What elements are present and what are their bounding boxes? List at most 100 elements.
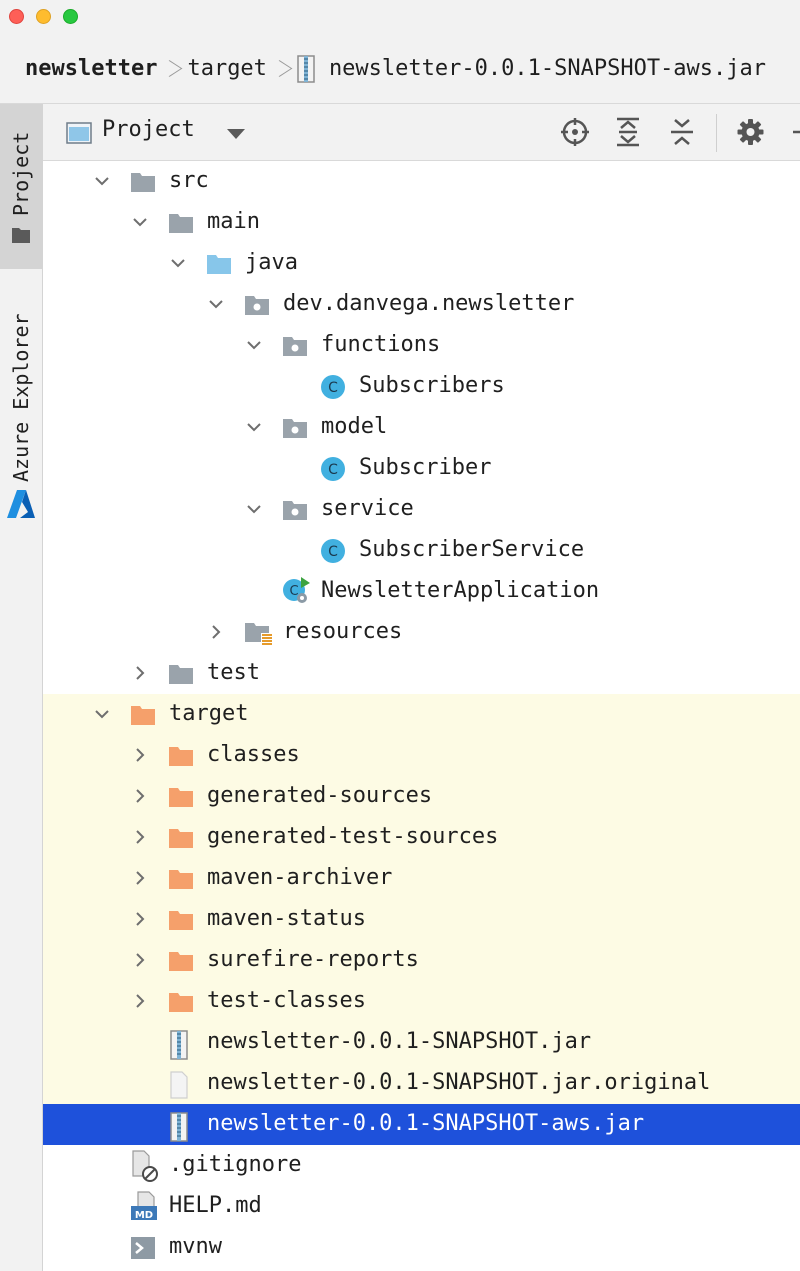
tree-node[interactable]: functions — [43, 325, 800, 366]
excluded-folder-icon — [168, 907, 194, 933]
folder-icon — [12, 228, 30, 243]
svg-text:C: C — [289, 584, 298, 599]
chevron-down-icon[interactable] — [246, 419, 262, 435]
tree-node[interactable]: maven-status — [43, 899, 800, 940]
tree-node[interactable]: model — [43, 407, 800, 448]
tree-node[interactable]: .gitignore — [43, 1145, 800, 1186]
excluded-folder-icon — [168, 866, 194, 892]
tree-node[interactable]: surefire-reports — [43, 940, 800, 981]
tree-node-label: target — [169, 701, 249, 726]
settings-icon[interactable] — [734, 116, 766, 148]
chevron-right-icon[interactable] — [132, 993, 148, 1009]
chevron-right-icon[interactable] — [132, 829, 148, 845]
chevron-down-icon[interactable] — [170, 255, 186, 271]
chevron-right-icon[interactable] — [132, 911, 148, 927]
chevron-right-icon[interactable] — [208, 624, 224, 640]
breadcrumb: newsletter target newsletter-0.0.1-SNAPS… — [0, 34, 800, 104]
tree-node[interactable]: generated-sources — [43, 776, 800, 817]
package-icon — [282, 415, 308, 441]
class-icon: C — [320, 538, 346, 564]
tree-node[interactable]: newsletter-0.0.1-SNAPSHOT-aws.jar — [43, 1104, 800, 1145]
tree-node[interactable]: MD HELP.md — [43, 1186, 800, 1227]
chevron-down-icon[interactable] — [227, 129, 245, 139]
excluded-folder-icon — [168, 743, 194, 769]
tree-node-label: Subscribers — [359, 373, 505, 398]
minimize-panel-icon[interactable] — [787, 116, 800, 148]
tree-node[interactable]: resources — [43, 612, 800, 653]
chevron-right-icon[interactable] — [132, 665, 148, 681]
svg-text:C: C — [328, 462, 338, 478]
file-icon — [168, 1071, 194, 1099]
tree-node-label: surefire-reports — [207, 947, 419, 972]
project-tree: src main java dev.danvega.newsletter functio… — [43, 161, 800, 1271]
tree-node-label: Subscriber — [359, 455, 492, 480]
tree-node[interactable]: generated-test-sources — [43, 817, 800, 858]
expand-all-icon[interactable] — [612, 116, 644, 148]
breadcrumb-item-project[interactable]: newsletter — [25, 56, 158, 81]
tree-node-label: .gitignore — [169, 1152, 302, 1177]
project-view-icon — [66, 122, 92, 144]
window-titlebar — [0, 0, 800, 34]
close-window-button[interactable] — [9, 9, 24, 24]
tree-node-label: HELP.md — [169, 1193, 262, 1218]
excluded-folder-icon — [168, 948, 194, 974]
tree-node-label: maven-status — [207, 906, 366, 931]
tree-node-label: dev.danvega.newsletter — [283, 291, 575, 316]
tree-node[interactable]: newsletter-0.0.1-SNAPSHOT.jar — [43, 1022, 800, 1063]
chevron-down-icon[interactable] — [94, 706, 110, 722]
jar-file-icon — [168, 1112, 194, 1142]
tree-node[interactable]: C Subscriber — [43, 448, 800, 489]
chevron-down-icon[interactable] — [246, 501, 262, 517]
breadcrumb-item-file[interactable]: newsletter-0.0.1-SNAPSHOT-aws.jar — [328, 56, 767, 81]
tree-node[interactable]: classes — [43, 735, 800, 776]
chevron-right-icon[interactable] — [132, 747, 148, 763]
chevron-down-icon[interactable] — [94, 173, 110, 189]
chevron-right-icon[interactable] — [132, 788, 148, 804]
breadcrumb-item-folder[interactable]: target — [187, 56, 267, 81]
package-icon — [282, 333, 308, 359]
chevron-right-icon[interactable] — [132, 870, 148, 886]
jar-file-icon — [168, 1030, 194, 1060]
locate-icon[interactable] — [559, 116, 591, 148]
tree-node-label: src — [169, 168, 209, 193]
chevron-down-icon[interactable] — [132, 214, 148, 230]
zoom-window-button[interactable] — [63, 9, 78, 24]
minimize-window-button[interactable] — [36, 9, 51, 24]
chevron-right-icon — [165, 54, 177, 84]
tree-node[interactable]: test — [43, 653, 800, 694]
chevron-right-icon[interactable] — [132, 952, 148, 968]
tree-node-label: generated-sources — [207, 783, 433, 808]
azure-explorer-tool-label[interactable]: Azure Explorer — [9, 313, 33, 482]
tree-node[interactable]: main — [43, 202, 800, 243]
markdown-file-icon: MD — [130, 1191, 157, 1221]
chevron-down-icon[interactable] — [208, 296, 224, 312]
tree-node[interactable]: java — [43, 243, 800, 284]
tree-node-label: java — [245, 250, 298, 275]
collapse-all-icon[interactable] — [666, 116, 698, 148]
tree-node[interactable]: service — [43, 489, 800, 530]
project-tool-label[interactable]: Project — [9, 131, 33, 216]
tree-node[interactable]: src — [43, 161, 800, 202]
toolbar-divider — [716, 114, 717, 152]
tree-node[interactable]: mvnw — [43, 1227, 800, 1268]
tree-node[interactable]: maven-archiver — [43, 858, 800, 899]
resources-folder-icon — [244, 620, 273, 647]
excluded-folder-icon — [168, 825, 194, 851]
tree-node[interactable]: dev.danvega.newsletter — [43, 284, 800, 325]
tree-node-label: maven-archiver — [207, 865, 393, 890]
tree-node-label: model — [321, 414, 388, 439]
tree-node[interactable]: target — [43, 694, 800, 735]
tree-node-label: test-classes — [207, 988, 366, 1013]
tree-node-label: classes — [207, 742, 300, 767]
tree-node[interactable]: test-classes — [43, 981, 800, 1022]
chevron-down-icon[interactable] — [246, 337, 262, 353]
tree-node[interactable]: newsletter-0.0.1-SNAPSHOT.jar.original — [43, 1063, 800, 1104]
left-tool-strip: Project Azure Explorer — [0, 104, 43, 1271]
folder-icon — [168, 661, 194, 687]
project-view-selector[interactable]: Project — [102, 117, 195, 142]
azure-icon[interactable] — [6, 488, 36, 520]
gitignore-file-icon — [130, 1150, 158, 1182]
